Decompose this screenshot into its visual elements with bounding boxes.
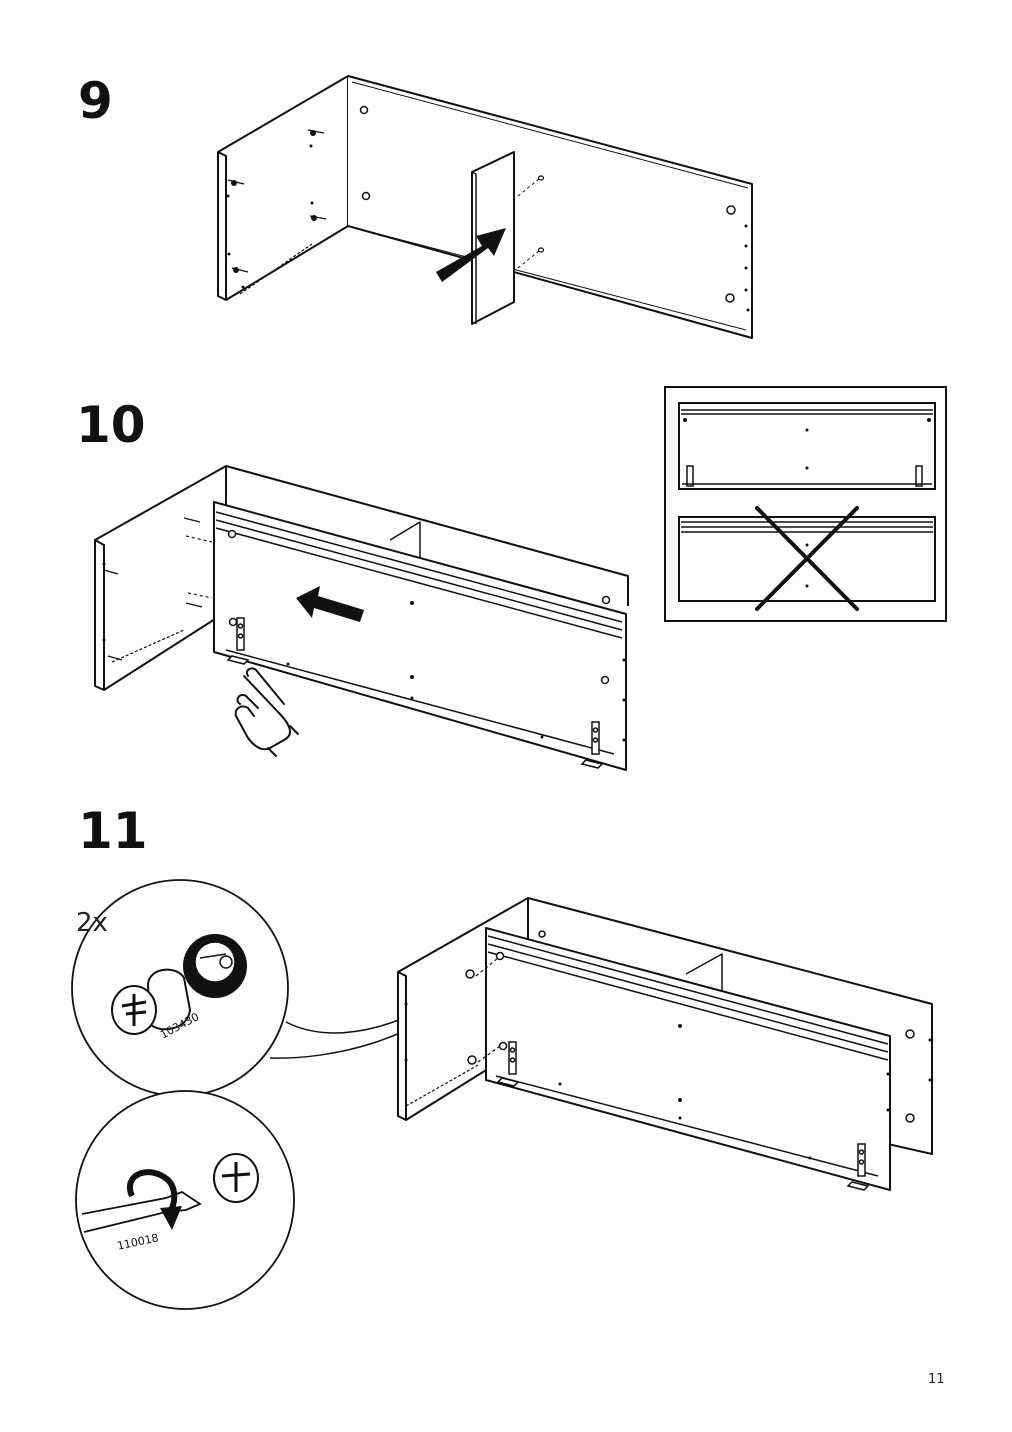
step-number-11: 11 [78,802,148,860]
quantity-label: 2x [76,908,108,938]
cam-lock-detail-circle [71,879,467,1097]
step-10-illustration [94,386,947,771]
cam-holes-left [226,130,317,289]
leg-brackets-assembled [496,1041,870,1191]
correct-orientation-panel [678,402,936,490]
step-number-10: 10 [76,396,146,454]
screwdriver-detail-circle [75,1090,295,1310]
wrong-orientation-cross-icon [755,506,859,611]
step-9-illustration [217,75,753,339]
push-arrow-icon [436,228,506,282]
step-number-9: 9 [78,72,113,130]
step-11-illustration [71,879,933,1310]
leg-brackets [226,617,604,769]
hand-press-icon [234,667,299,757]
page-number: 11 [928,1372,945,1387]
slide-arrow-icon [296,586,364,622]
cam-lock-icon [111,968,192,1035]
orientation-inset [664,386,947,622]
cam-head-icon [213,1153,259,1203]
rotate-arrow-icon [127,1169,182,1230]
